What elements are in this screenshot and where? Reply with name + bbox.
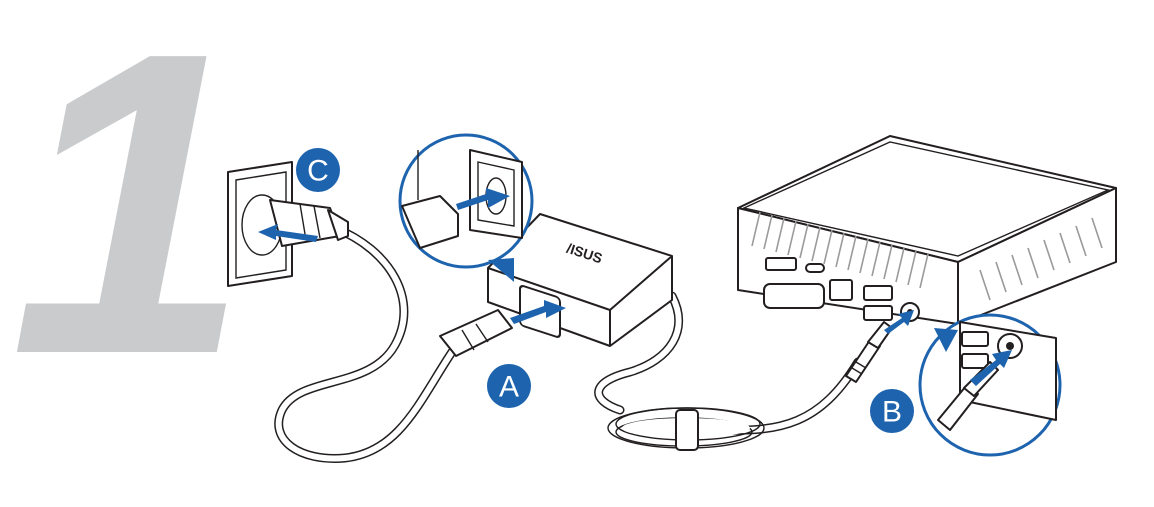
insert-arrow-icon — [258, 224, 318, 242]
pc-port-zoom-inset — [918, 313, 1062, 457]
side-vent-grille — [979, 217, 1103, 301]
usb-port-1 — [863, 285, 893, 301]
front-vent-grille — [751, 211, 929, 289]
adapter-ac-plug-icon — [439, 309, 513, 357]
usb-port-2 — [863, 305, 893, 321]
ac-power-cord — [274, 223, 457, 463]
hdmi-port — [765, 257, 797, 271]
adapter-socket-zoom-inset — [398, 133, 534, 282]
insert-arrow-icon — [884, 310, 914, 334]
vga-port — [763, 283, 825, 309]
dc-barrel-connector-icon — [845, 321, 893, 383]
badge-b: B — [870, 389, 914, 433]
badge-a: A — [487, 364, 531, 408]
insert-arrow-icon — [510, 300, 566, 324]
usb-c-port — [805, 263, 825, 273]
ethernet-port — [829, 279, 853, 301]
cable-coil — [607, 407, 765, 451]
badge-c-label: C — [307, 155, 329, 188]
badge-c: C — [296, 148, 340, 192]
step-number: 1 — [10, 0, 249, 444]
mini-pc-icon — [737, 135, 1117, 325]
badge-a-label: A — [499, 371, 519, 404]
badge-b-label: B — [882, 396, 902, 429]
